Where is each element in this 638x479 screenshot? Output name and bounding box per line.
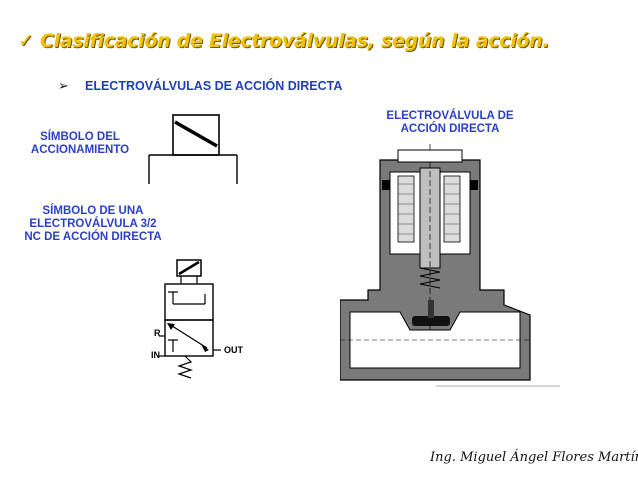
- port-in-label: IN: [151, 350, 160, 360]
- valve-cross-section-drawing: [340, 144, 560, 387]
- cross-section-label-line2: ACCIÓN DIRECTA: [400, 123, 500, 135]
- valve-3-2-nc-symbol: [159, 259, 221, 379]
- port-r-label: R: [154, 328, 161, 338]
- valve-symbol-label: SÍMBOLO DE UNA ELECTROVÁLVULA 3/2 NC DE …: [8, 205, 178, 244]
- actuation-symbol-label-line1: SÍMBOLO DEL: [40, 131, 120, 143]
- check-icon: ✓: [18, 30, 34, 52]
- valve-symbol-label-line1: SÍMBOLO DE UNA: [42, 205, 144, 217]
- slide-title: ✓ Clasificación de Electroválvulas, segú…: [18, 30, 550, 52]
- cross-section-label-line1: ELECTROVÁLVULA DE: [386, 110, 514, 122]
- actuation-symbol-label: SÍMBOLO DEL ACCIONAMIENTO: [10, 131, 150, 157]
- arrow-bullet-icon: ➢: [58, 78, 69, 93]
- cross-section-label: ELECTROVÁLVULA DE ACCIÓN DIRECTA: [360, 110, 540, 136]
- actuation-symbol-label-line2: ACCIONAMIENTO: [30, 144, 130, 156]
- valve-symbol-label-line2: ELECTROVÁLVULA 3/2: [29, 218, 157, 230]
- slide-title-text: Clasificación de Electroválvulas, según …: [39, 30, 550, 52]
- author-signature: Ing. Miguel Ángel Flores Martínez: [430, 450, 638, 465]
- valve-symbol-label-line3: NC DE ACCIÓN DIRECTA: [24, 231, 162, 243]
- section-heading: ELECTROVÁLVULAS DE ACCIÓN DIRECTA: [85, 79, 343, 93]
- port-out-label: OUT: [224, 345, 243, 355]
- solenoid-actuation-symbol: [148, 114, 238, 184]
